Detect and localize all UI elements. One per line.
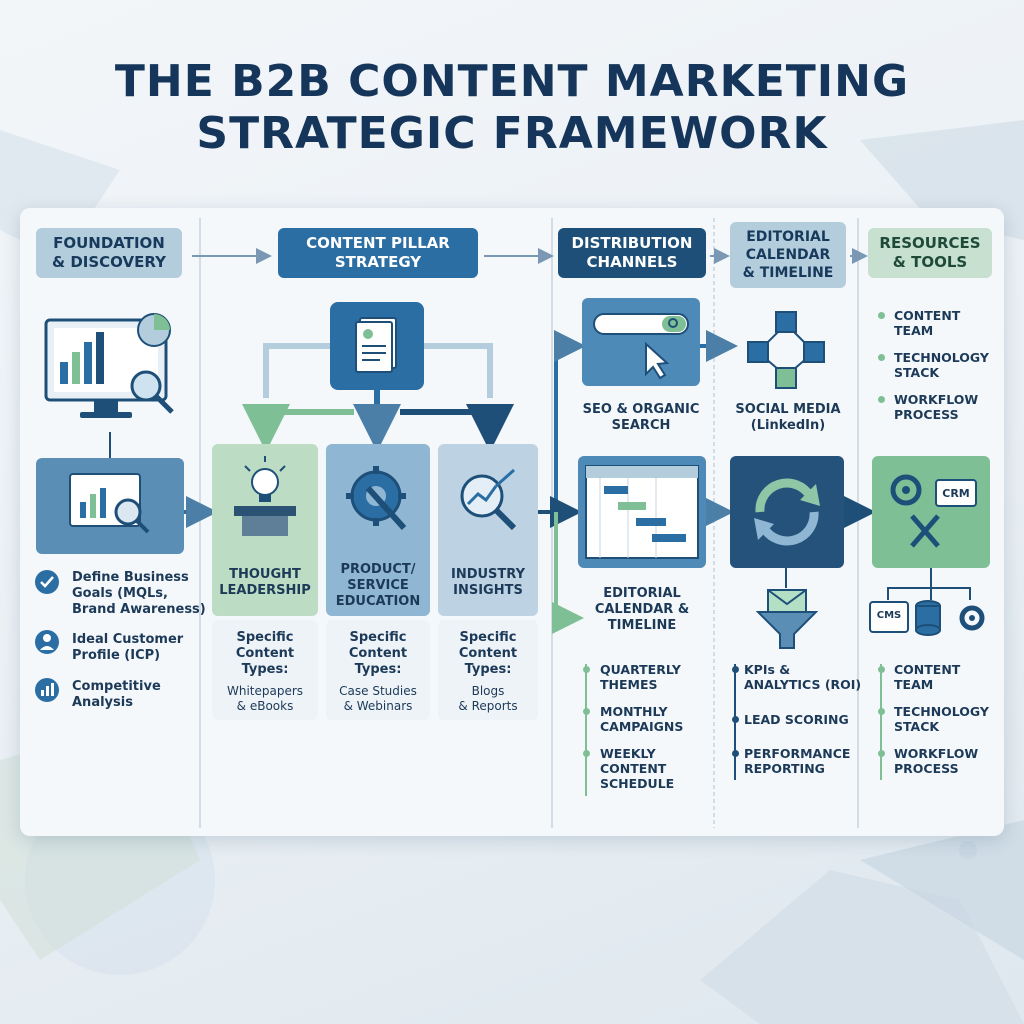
search-bar-icon [593, 313, 689, 380]
header-editorial: EDITORIAL CALENDAR & TIMELINE [730, 222, 846, 288]
bullet [732, 666, 739, 673]
foundation-item-goals: Define Business Goals (MQLs, Brand Aware… [72, 570, 206, 617]
pillar-title-industry: INDUSTRY INSIGHTS [450, 567, 525, 598]
cms-label: CMS [876, 610, 902, 621]
bullet [878, 396, 885, 403]
bullet [732, 716, 739, 723]
refresh-icon [754, 478, 820, 546]
resources-top-tech: TECHNOLOGY STACK [894, 350, 989, 380]
calendar-item-quarterly: QUARTERLY THEMES [600, 662, 681, 692]
bullet [878, 312, 885, 319]
resources-top-team: CONTENT TEAM [894, 308, 961, 338]
foundation-item-icp: Ideal Customer Profile (ICP) [72, 632, 184, 663]
types-label-2: Specific Content Types: [348, 630, 408, 677]
pillar-thought-leadership [212, 444, 318, 616]
seo-label: SEO & ORGANIC SEARCH [582, 402, 700, 433]
types-label-1: Specific Content Types: [235, 630, 295, 677]
resources-bottom-tech: TECHNOLOGY STACK [894, 704, 989, 734]
gantt-calendar-icon [585, 465, 699, 559]
bullet [878, 354, 885, 361]
header-content-pillar: CONTENT PILLAR STRATEGY [278, 228, 478, 278]
editorial-item-lead-scoring: LEAD SCORING [744, 712, 849, 727]
foundation-box [36, 458, 184, 554]
cms-database-gear-icons [869, 600, 985, 636]
gear-wrench-icon [346, 466, 407, 531]
header-distribution: DISTRIBUTION CHANNELS [558, 228, 706, 278]
strategy-document-box [330, 302, 424, 390]
pillar-product-education [326, 444, 430, 616]
types-value-3: Blogs & Reports [458, 684, 518, 713]
bullet [583, 708, 590, 715]
analytics-monitor-icon [44, 313, 174, 418]
foundation-item-competitive: Competitive Analysis [72, 679, 161, 710]
types-value-2: Case Studies & Webinars [339, 684, 417, 713]
document-icon [355, 317, 397, 373]
pillar-industry-insights [438, 444, 538, 616]
resources-bottom-workflow: WORKFLOW PROCESS [894, 746, 979, 776]
lightbulb-podium-icon [234, 456, 296, 536]
bullet [878, 750, 885, 757]
calendar-item-monthly: MONTHLY CAMPAIGNS [600, 704, 684, 734]
bullet [583, 750, 590, 757]
resources-bottom-team: CONTENT TEAM [894, 662, 961, 692]
tools-box: CRM [872, 456, 990, 568]
calendar-box [578, 456, 706, 568]
pillar-types-box-1 [212, 620, 318, 720]
pillar-types-box-2 [326, 620, 430, 720]
bullet [583, 666, 590, 673]
email-funnel-icon [756, 589, 818, 649]
bullet [878, 666, 885, 673]
crm-label: CRM [942, 487, 970, 500]
resources-top-workflow: WORKFLOW PROCESS [894, 392, 979, 422]
gear-tools-icon [890, 474, 977, 548]
header-resources: RESOURCES & TOOLS [868, 228, 992, 278]
editorial-item-performance: PERFORMANCE REPORTING [744, 746, 851, 776]
types-label-3: Specific Content Types: [458, 630, 518, 677]
page-title-line-1: THE B2B CONTENT MARKETING [114, 56, 910, 107]
trend-magnify-icon [460, 468, 517, 531]
pillar-types-box-3 [438, 620, 538, 720]
data-magnify-icon [69, 473, 150, 534]
social-media-label: SOCIAL MEDIA (LinkedIn) [735, 402, 841, 433]
network-cubes-icon [747, 311, 825, 389]
bullet [732, 750, 739, 757]
bullet [878, 708, 885, 715]
sync-box [730, 456, 844, 568]
foundation-icons [35, 570, 59, 702]
page-title-line-2: STRATEGIC FRAMEWORK [196, 108, 828, 159]
header-foundation: FOUNDATION & DISCOVERY [36, 228, 182, 278]
calendar-item-weekly: WEEKLY CONTENT SCHEDULE [600, 746, 675, 791]
calendar-label: EDITORIAL CALENDAR & TIMELINE [594, 586, 690, 633]
pillar-title-thought: THOUGHT LEADERSHIP [219, 567, 311, 598]
editorial-item-kpis: KPIs & ANALYTICS (ROI) [744, 662, 862, 692]
pillar-title-product: PRODUCT/ SERVICE EDUCATION [335, 562, 421, 609]
types-value-1: Whitepapers & eBooks [226, 684, 304, 713]
seo-box [582, 298, 700, 386]
